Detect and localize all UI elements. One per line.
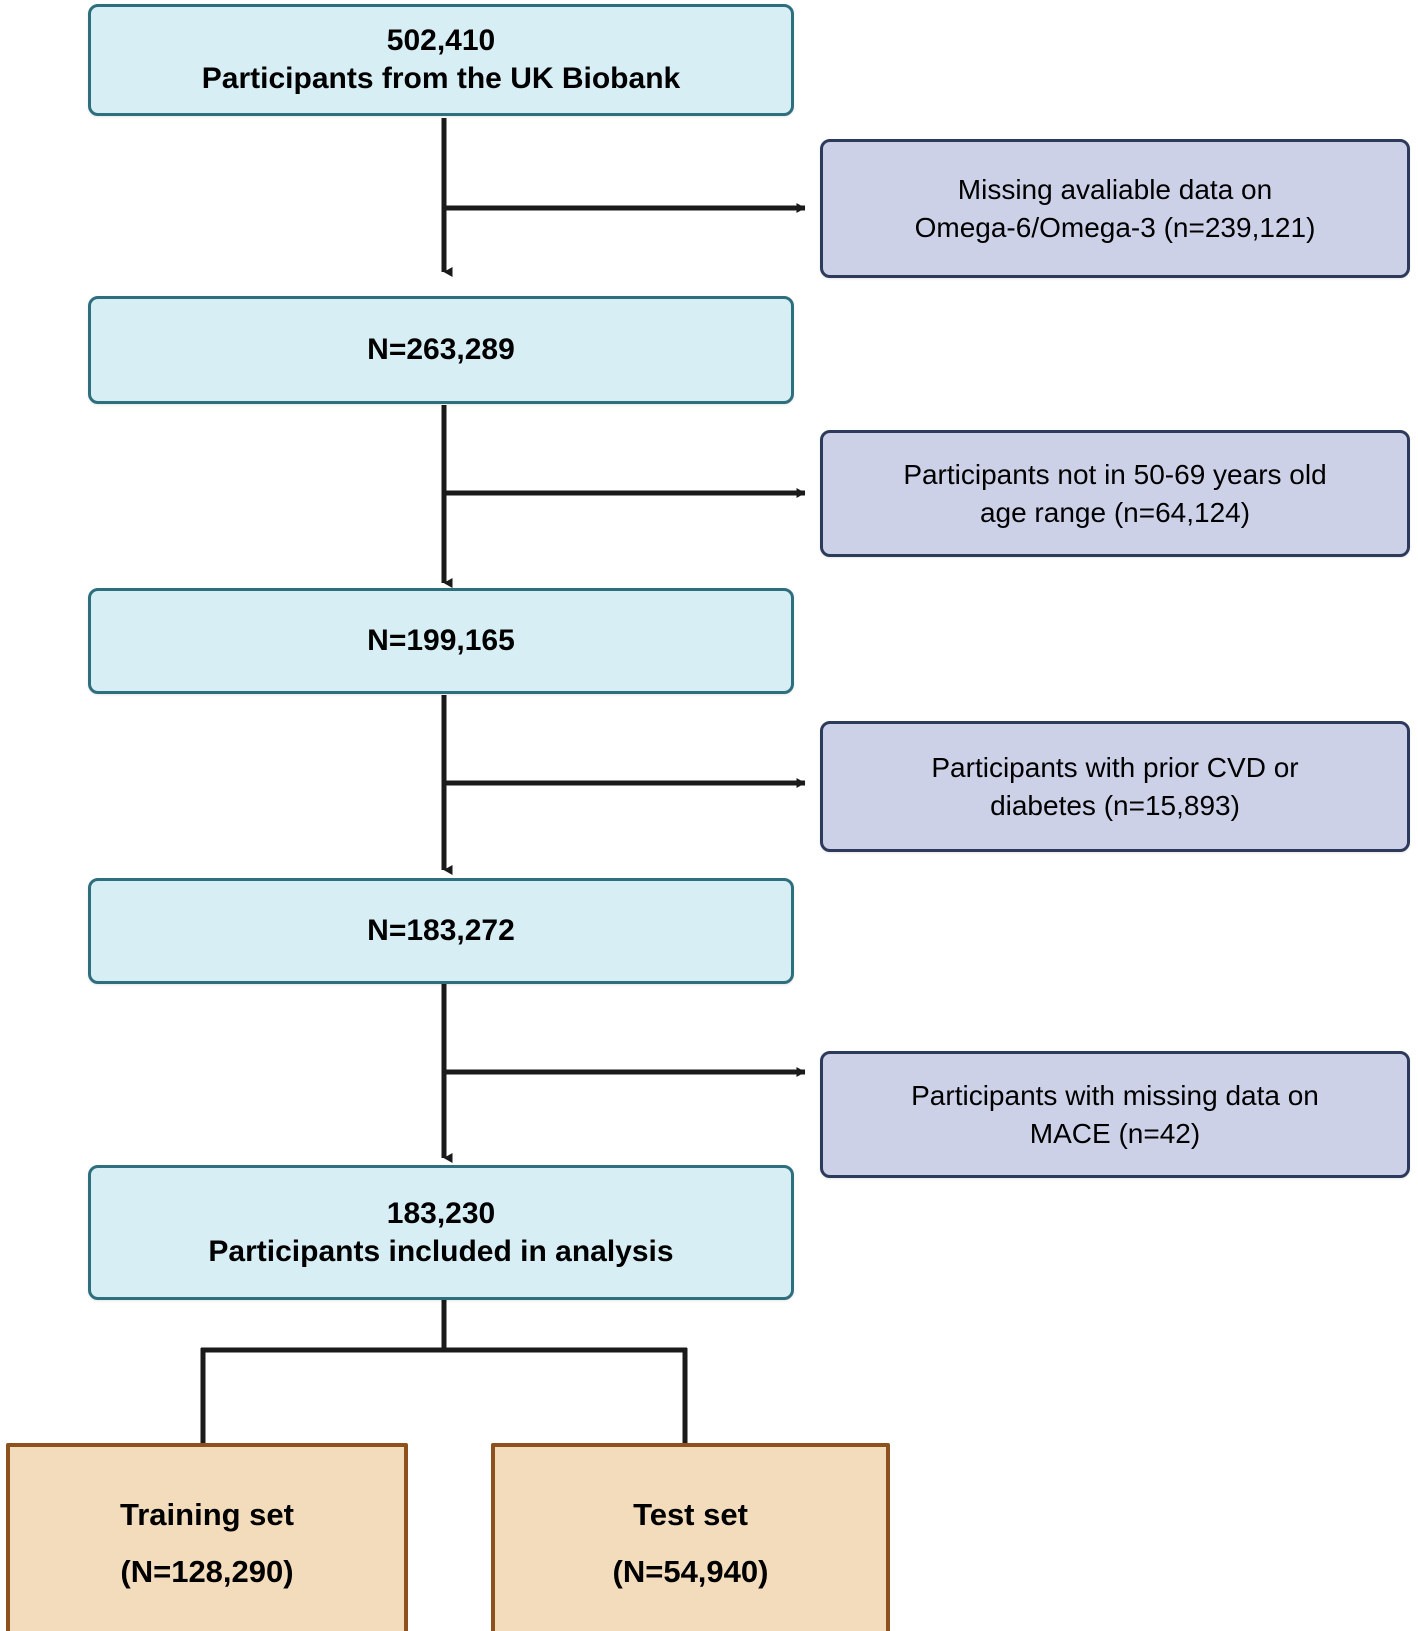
node-source-count: 502,410 — [386, 24, 496, 58]
node-source-description: Participants from the UK Biobank — [201, 62, 681, 95]
node-exclusion-2-line1: Participants not in 50-69 years old — [903, 459, 1327, 491]
node-exclusion-3[interactable]: Participants with prior CVD or diabetes … — [820, 721, 1410, 852]
node-source[interactable]: 502,410 Participants from the UK Biobank — [88, 4, 794, 116]
connector-analysis-split — [200, 1300, 688, 1445]
node-exclusion-4-line1: Participants with missing data on — [911, 1080, 1319, 1112]
node-after-omega[interactable]: N=263,289 — [88, 296, 794, 404]
node-analysis[interactable]: 183,230 Participants included in analysi… — [88, 1165, 794, 1300]
node-after-cvd-count: N=183,272 — [367, 914, 515, 948]
node-after-omega-count: N=263,289 — [367, 333, 515, 367]
node-test-set[interactable]: Test set (N=54,940) — [491, 1443, 890, 1631]
node-training-set[interactable]: Training set (N=128,290) — [6, 1443, 408, 1631]
node-exclusion-1-line1: Missing avaliable data on — [957, 174, 1273, 206]
node-exclusion-4[interactable]: Participants with missing data on MACE (… — [820, 1051, 1410, 1178]
node-after-age-count: N=199,165 — [367, 624, 515, 658]
node-analysis-description: Participants included in analysis — [208, 1234, 674, 1268]
node-test-set-label: Test set — [633, 1496, 748, 1532]
node-training-set-label: Training set — [120, 1496, 294, 1532]
node-exclusion-3-line1: Participants with prior CVD or — [931, 752, 1299, 784]
node-analysis-count: 183,230 — [386, 1196, 496, 1230]
node-test-set-count: (N=54,940) — [612, 1554, 769, 1589]
node-exclusion-1-line2: Omega-6/Omega-3 (n=239,121) — [914, 211, 1316, 243]
node-exclusion-1[interactable]: Missing avaliable data on Omega-6/Omega-… — [820, 139, 1410, 278]
node-exclusion-2[interactable]: Participants not in 50-69 years old age … — [820, 430, 1410, 557]
node-after-cvd[interactable]: N=183,272 — [88, 878, 794, 984]
node-exclusion-2-line2: age range (n=64,124) — [979, 496, 1251, 528]
node-exclusion-4-line2: MACE (n=42) — [1029, 1117, 1201, 1149]
node-after-age[interactable]: N=199,165 — [88, 588, 794, 694]
node-exclusion-3-line2: diabetes (n=15,893) — [990, 789, 1240, 821]
node-training-set-count: (N=128,290) — [120, 1554, 294, 1589]
